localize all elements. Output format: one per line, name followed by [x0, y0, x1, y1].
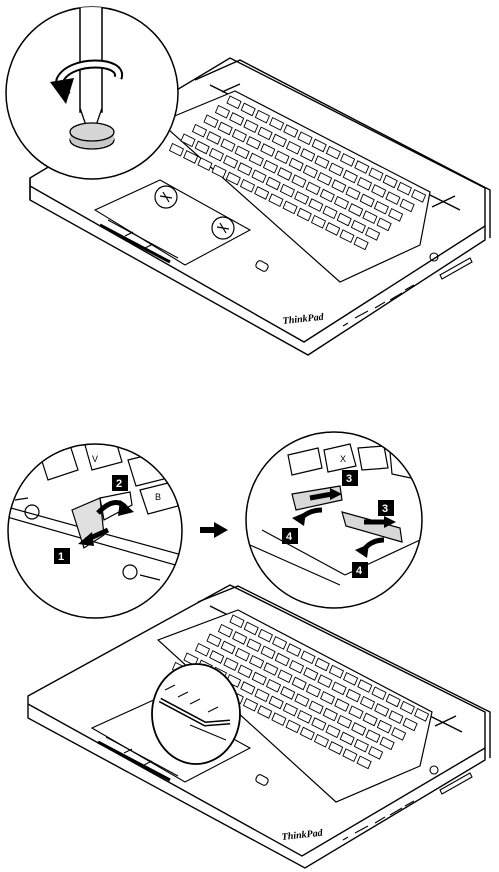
- bottom-panel: ThinkPad V B: [0, 432, 490, 868]
- top-panel: ThinkPad: [6, 0, 490, 355]
- svg-text:B: B: [155, 492, 161, 502]
- step-marker-3a: 3: [342, 470, 358, 486]
- step-marker-3b: 3: [378, 500, 394, 516]
- magnifier-left: V B 1: [0, 438, 200, 618]
- svg-text:1: 1: [58, 551, 64, 563]
- svg-text:2: 2: [116, 478, 122, 490]
- right-arrow-icon: [200, 522, 228, 538]
- magnifier-ellipse: [152, 664, 240, 764]
- magnifier-screwdriver: [6, 0, 178, 179]
- screwdriver-icon: [80, 0, 102, 112]
- svg-text:X: X: [340, 454, 346, 464]
- step-marker-1: 1: [54, 548, 70, 564]
- svg-text:4: 4: [356, 565, 363, 577]
- step-marker-4a: 4: [282, 528, 298, 544]
- svg-text:3: 3: [346, 473, 352, 485]
- svg-text:4: 4: [286, 531, 293, 543]
- step-marker-2: 2: [112, 475, 128, 491]
- step-marker-4b: 4: [352, 562, 368, 578]
- svg-text:V: V: [92, 454, 98, 464]
- svg-text:3: 3: [382, 503, 388, 515]
- magnifier-right: X 3: [246, 432, 422, 608]
